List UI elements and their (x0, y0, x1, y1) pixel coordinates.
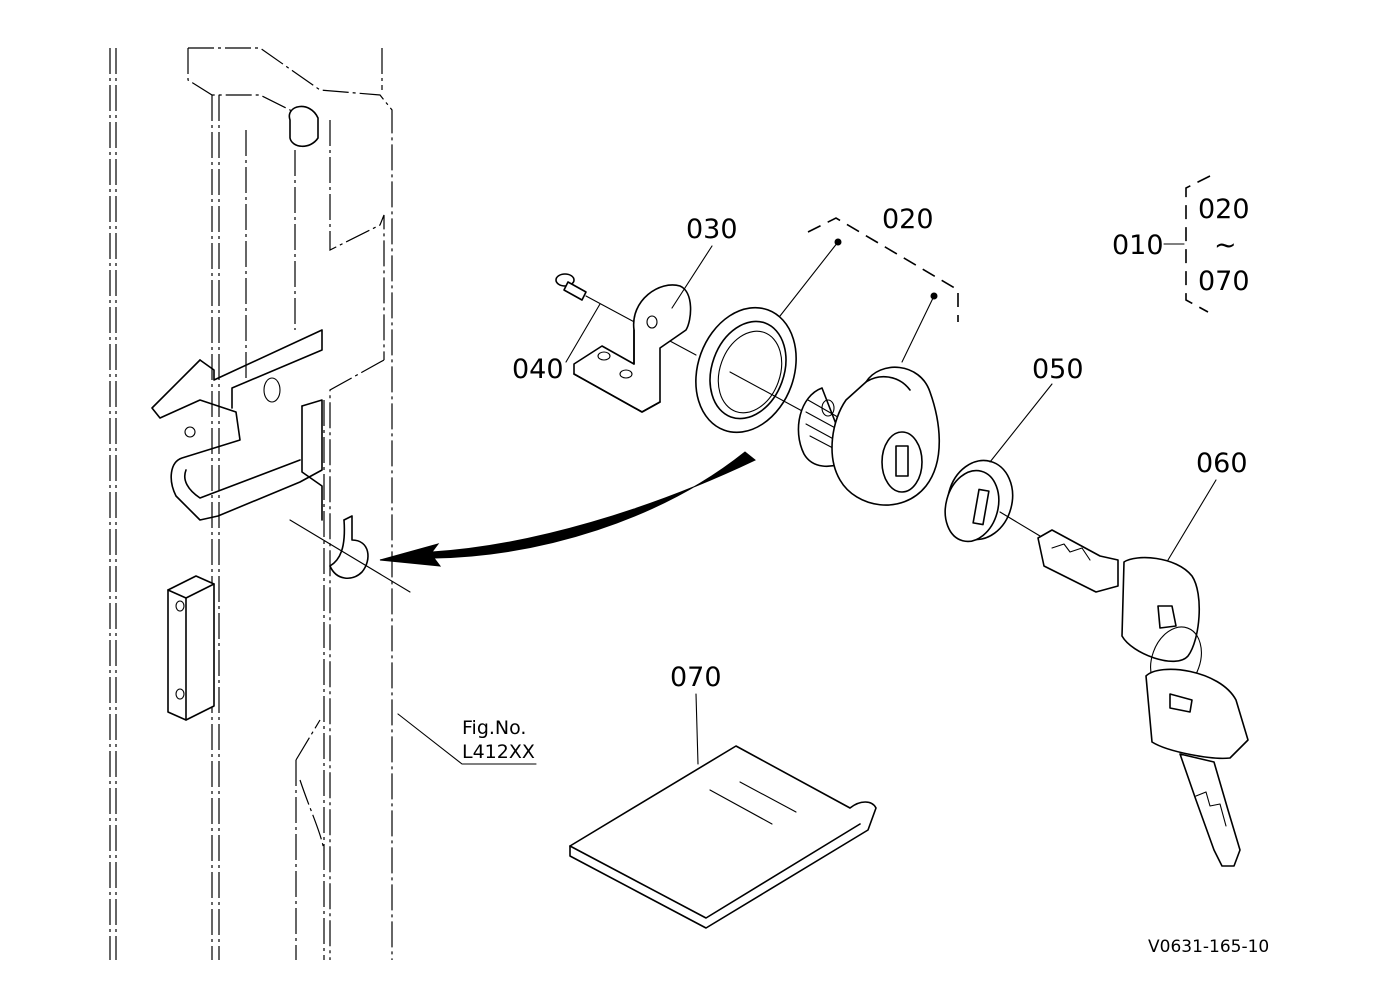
assembly-range-start: 020 (1198, 194, 1250, 225)
part-number-040: 040 (512, 354, 564, 385)
door-frame-phantom (109, 47, 393, 960)
leader-lines (397, 175, 1217, 765)
part-number-030: 030 (686, 214, 738, 245)
part-number-070: 070 (670, 662, 722, 693)
cap-050 (944, 459, 1041, 543)
drawing-code: V0631-165-10 (1148, 937, 1269, 957)
lock-ring (695, 306, 805, 434)
assembly-number: 010 (1112, 230, 1164, 261)
lock-hole (289, 515, 411, 593)
lock-cylinder (797, 366, 941, 506)
group-bracket-020 (779, 217, 959, 363)
part-number-020: 020 (882, 204, 934, 235)
part-number-050: 050 (1032, 354, 1084, 385)
assembly-range-separator: ~ (1214, 230, 1237, 261)
assembly-range-end: 070 (1198, 266, 1250, 297)
door-stop-block (167, 575, 215, 721)
manual-070 (569, 745, 877, 929)
part-number-060: 060 (1196, 448, 1248, 479)
door-latch (151, 105, 323, 521)
figure-number-label: Fig.No. (462, 717, 526, 739)
figure-number: L412XX (462, 741, 535, 763)
installation-arrow (379, 451, 756, 567)
bracket-030 (573, 284, 692, 413)
keys-060 (1037, 529, 1249, 867)
